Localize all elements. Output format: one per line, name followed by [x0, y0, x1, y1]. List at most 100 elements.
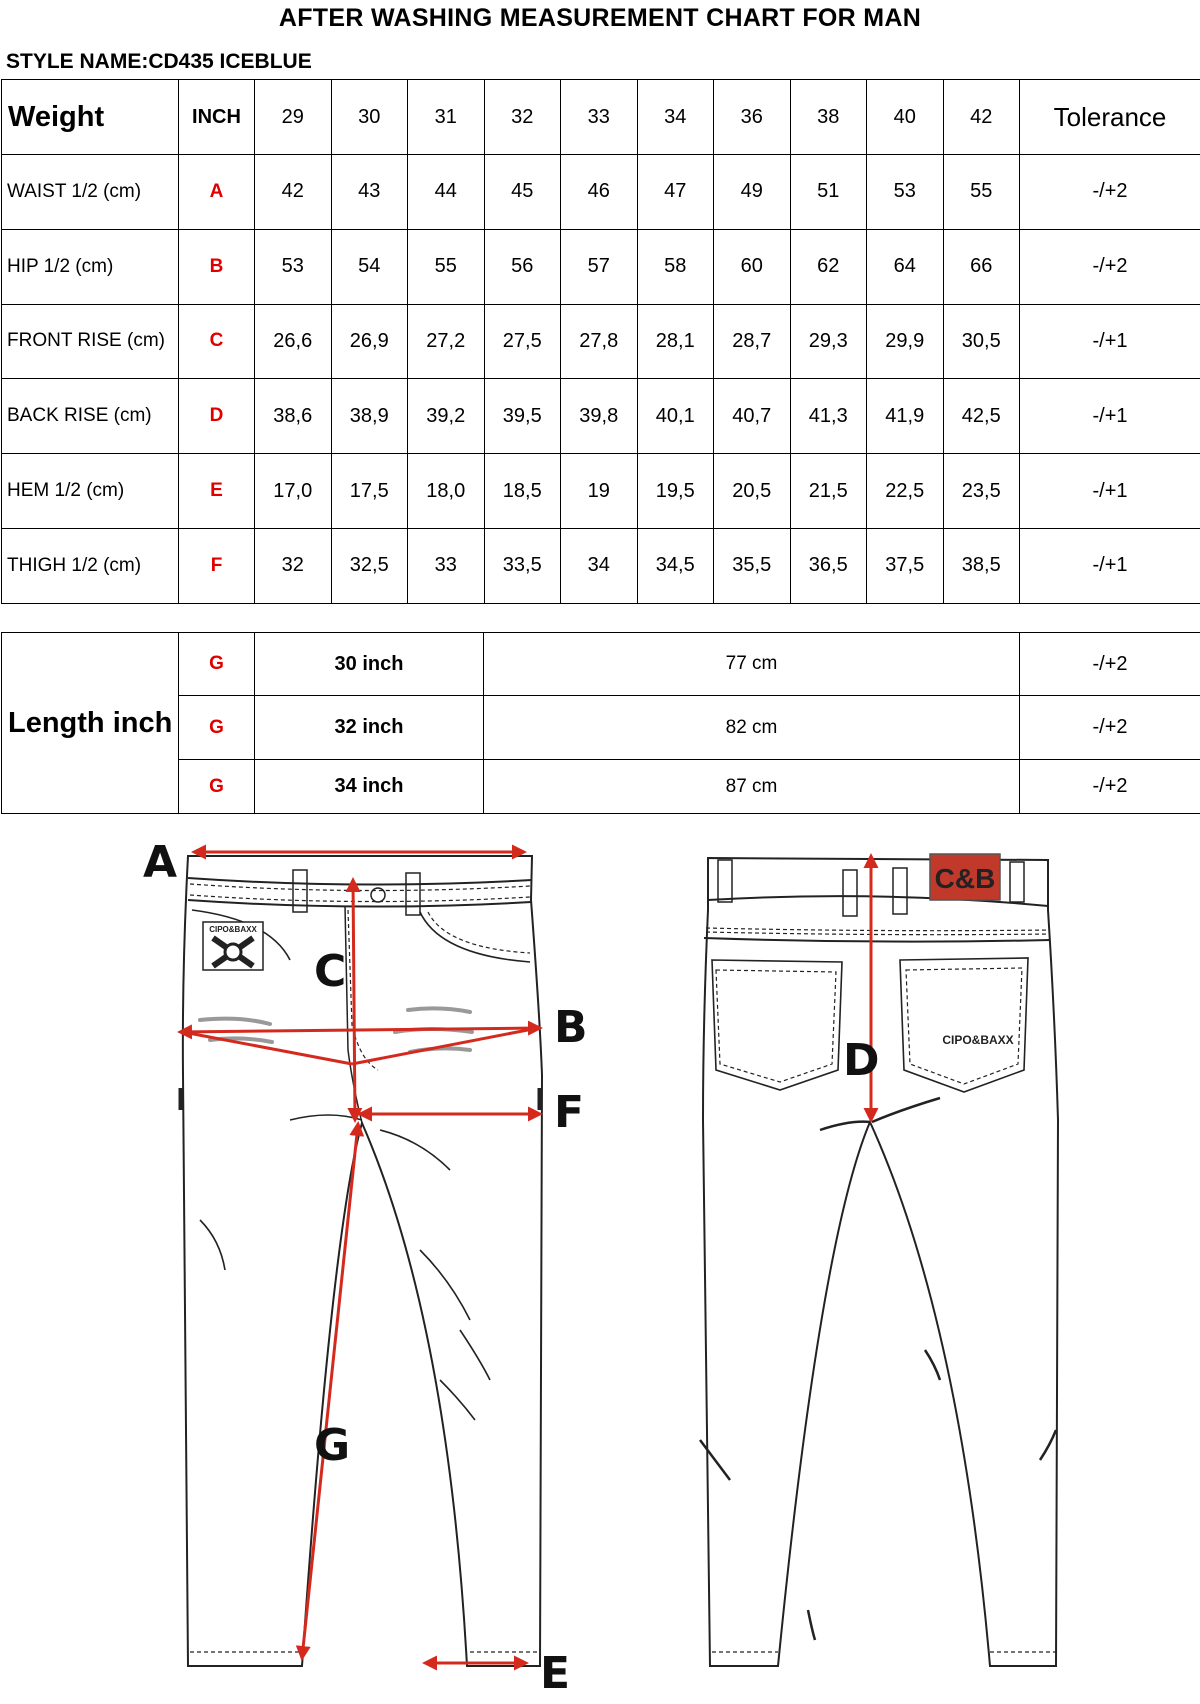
- table-row: HIP 1/2 (cm) B 53 54 55 56 57 58 60 62 6…: [1, 228, 1200, 305]
- measurement-value: 35,5: [713, 527, 791, 604]
- back-belt-loop-3: [892, 867, 908, 915]
- back-jeans-view: [699, 856, 1060, 1667]
- measurement-value: 58: [636, 228, 714, 305]
- table-row: THIGH 1/2 (cm) F 32 32,5 33 33,5 34 34,5…: [1, 527, 1200, 604]
- front-pocket-right: [419, 911, 531, 963]
- measurement-value: 41,9: [866, 378, 944, 455]
- measurement-value: 26,9: [330, 303, 408, 380]
- measurement-value: 42,5: [942, 378, 1020, 455]
- tolerance-value: -/+1: [1019, 378, 1200, 455]
- label-c: C: [314, 946, 346, 997]
- measurement-value: 20,5: [713, 453, 791, 529]
- measurement-value: 27,8: [560, 303, 638, 380]
- measurement-value: 21,5: [789, 453, 867, 529]
- table-row: BACK RISE (cm) D 38,6 38,9 39,2 39,5 39,…: [1, 378, 1200, 455]
- label-e: E: [540, 1648, 570, 1699]
- back-outline: [701, 856, 1060, 1667]
- measurement-value: 34: [560, 527, 638, 604]
- length-table: Length inch G 30 inch 77 cm -/+2 G 32 in…: [1, 632, 1200, 814]
- size-header: 30: [330, 79, 408, 155]
- hip-measure-line: [177, 1020, 543, 1040]
- weight-header: Weight: [1, 79, 179, 155]
- front-button: [370, 887, 386, 903]
- measurement-value: 40,7: [713, 378, 791, 455]
- back-belt-loop-4: [1009, 861, 1025, 903]
- tolerance-value: -/+2: [1019, 632, 1200, 696]
- tolerance-value: -/+1: [1019, 303, 1200, 380]
- measurement-value: 47: [636, 154, 714, 230]
- length-cm: 87 cm: [483, 759, 1020, 814]
- measurement-value: 23,5: [942, 453, 1020, 529]
- measurement-value: 29,9: [866, 303, 944, 380]
- front-rise-measure-line: [345, 877, 363, 1123]
- table-row: G 32 inch 82 cm -/+2: [2, 695, 1200, 760]
- front-patch-text: CIPO&BAXX: [209, 925, 257, 934]
- belt-loop-left: [292, 869, 308, 913]
- measurement-value: 39,2: [407, 378, 485, 455]
- measurement-value: 36,5: [789, 527, 867, 604]
- measurement-value: 51: [789, 154, 867, 230]
- size-header: 34: [636, 79, 714, 155]
- measurement-value: 39,5: [483, 378, 561, 455]
- table-row: Length inch G 30 inch 77 cm -/+2: [1, 632, 1200, 814]
- size-header: 38: [789, 79, 867, 155]
- size-header: 33: [560, 79, 638, 155]
- tolerance-value: -/+2: [1019, 695, 1200, 760]
- measurement-code: E: [178, 453, 255, 529]
- tolerance-value: -/+2: [1019, 154, 1200, 230]
- measurement-value: 28,7: [713, 303, 791, 380]
- length-inch: 32 inch: [254, 695, 484, 760]
- length-code: G: [178, 759, 255, 814]
- back-belt-loop-2: [842, 869, 858, 917]
- hip-diagonal-line-left: [182, 1030, 353, 1066]
- table-row: WAIST 1/2 (cm) A 42 43 44 45 46 47 49 51…: [1, 154, 1200, 230]
- size-header: 36: [713, 79, 791, 155]
- measurement-label: HEM 1/2 (cm): [1, 453, 179, 529]
- inseam-measure-line: [295, 1121, 365, 1661]
- size-header-row: Weight INCH 29 30 31 32 33 34 36 38 40 4…: [1, 79, 1200, 155]
- measurement-value: 38,5: [942, 527, 1020, 604]
- measurement-value: 42: [254, 154, 332, 230]
- measurement-value: 45: [483, 154, 561, 230]
- back-pocket-right-stitch: [905, 967, 1023, 1085]
- measurement-value: 56: [483, 228, 561, 305]
- back-waistband-stitch: [705, 927, 1051, 936]
- measurement-value: 64: [866, 228, 944, 305]
- style-name: STYLE NAME:CD435 ICEBLUE: [6, 50, 312, 73]
- length-header: Length inch: [1, 632, 179, 814]
- measurement-value: 55: [942, 154, 1020, 230]
- measurement-value: 29,3: [789, 303, 867, 380]
- measurement-value: 53: [254, 228, 332, 305]
- measurement-value: 33: [407, 527, 485, 604]
- measurement-value: 19,5: [636, 453, 714, 529]
- measurement-value: 17,5: [330, 453, 408, 529]
- measurement-value: 43: [330, 154, 408, 230]
- measurement-value: 53: [866, 154, 944, 230]
- measurement-value: 18,5: [483, 453, 561, 529]
- measurement-value: 19: [560, 453, 638, 529]
- measurement-value: 49: [713, 154, 791, 230]
- tolerance-value: -/+2: [1019, 759, 1200, 814]
- front-pocket-right-stitch: [427, 911, 531, 954]
- measurement-label: FRONT RISE (cm): [1, 303, 179, 380]
- label-g: G: [314, 1420, 350, 1471]
- measurement-label: THIGH 1/2 (cm): [1, 527, 179, 604]
- back-patch-text: C&B: [935, 863, 996, 894]
- measurement-value: 28,1: [636, 303, 714, 380]
- front-waistband-stitch: [189, 883, 531, 903]
- jeans-measurement-diagram: CIPO&BAXX A C B F G E C&B: [143, 837, 1060, 1699]
- measurement-value: 18,0: [407, 453, 485, 529]
- tolerance-header: Tolerance: [1019, 79, 1200, 155]
- measurement-code: D: [178, 378, 255, 455]
- measurement-value: 60: [713, 228, 791, 305]
- measurement-value: 44: [407, 154, 485, 230]
- measurement-label: HIP 1/2 (cm): [1, 228, 179, 305]
- back-crease-lines: [699, 1096, 1058, 1641]
- size-header: 32: [483, 79, 561, 155]
- measurement-value: 34,5: [636, 527, 714, 604]
- front-measure-lines: [177, 844, 543, 1671]
- back-pocket-label: CIPO&BAXX: [942, 1033, 1013, 1047]
- size-header: 31: [407, 79, 485, 155]
- size-header: 42: [942, 79, 1020, 155]
- label-b: B: [554, 1002, 588, 1053]
